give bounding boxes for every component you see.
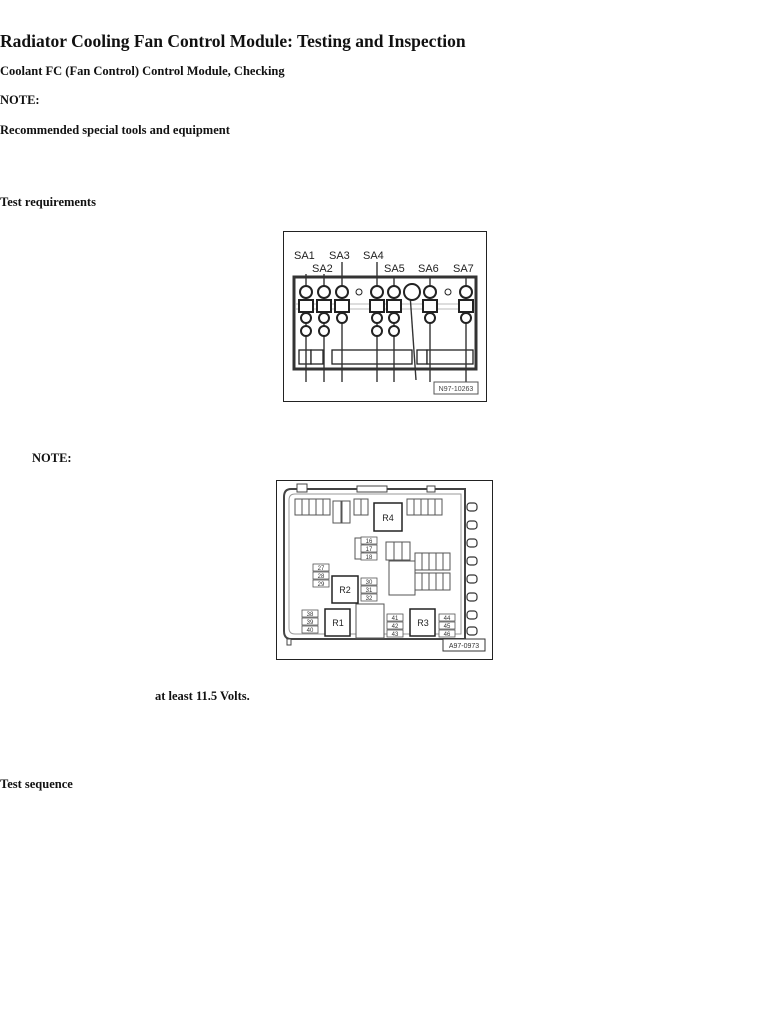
- section-subtitle: Coolant FC (Fan Control) Control Module,…: [0, 64, 285, 78]
- fuse-27: 27: [318, 566, 325, 572]
- note-label-2: NOTE:: [32, 451, 72, 465]
- page-title: Radiator Cooling Fan Control Module: Tes…: [0, 31, 466, 51]
- fuse-30: 30: [366, 580, 373, 586]
- fuse-45: 45: [444, 624, 451, 630]
- label-sa2: SA2: [312, 263, 333, 275]
- fuse-16: 16: [366, 539, 373, 545]
- fuse-41: 41: [392, 616, 399, 622]
- test-requirements-heading: Test requirements: [0, 195, 96, 209]
- figure-ref-a97: A97-0973: [449, 643, 479, 650]
- terminal-strip-figure: SA1 SA3 SA4 SA2 SA5 SA6 SA7: [283, 231, 487, 402]
- voltage-requirement: at least 11.5 Volts.: [155, 689, 250, 703]
- relay-r2-label: R2: [339, 585, 351, 595]
- fuse-40: 40: [307, 628, 314, 634]
- figure-ref-n97: N97-10263: [439, 386, 474, 393]
- relay-r4: [373, 502, 403, 532]
- label-sa3: SA3: [329, 250, 350, 262]
- relay-r3-label: R3: [417, 618, 429, 628]
- fuse-box-diagram: R1 R2 R3 R4 27 28 29 38 39 40 16 17 18 3…: [283, 483, 486, 652]
- fuse-31: 31: [366, 588, 373, 594]
- fuse-17: 17: [366, 547, 373, 553]
- label-sa6: SA6: [418, 263, 439, 275]
- label-sa4: SA4: [363, 250, 384, 262]
- relay-r1-label: R1: [332, 618, 344, 628]
- fuse-46: 46: [444, 632, 451, 638]
- label-sa5: SA5: [384, 263, 405, 275]
- fuse-43: 43: [392, 632, 399, 638]
- relay-r4-label: R4: [382, 513, 394, 523]
- relay-r2: [331, 575, 359, 604]
- tools-heading: Recommended special tools and equipment: [0, 123, 230, 137]
- fuse-39: 39: [307, 620, 314, 626]
- label-sa7: SA7: [453, 263, 474, 275]
- relay-r1: [324, 608, 351, 637]
- note-label: NOTE:: [0, 93, 40, 107]
- label-sa1: SA1: [294, 250, 315, 262]
- fuse-18: 18: [366, 555, 373, 561]
- relay-r3: [409, 608, 436, 637]
- fuse-box-figure: R1 R2 R3 R4 27 28 29 38 39 40 16 17 18 3…: [276, 480, 493, 660]
- fuse-44: 44: [444, 616, 451, 622]
- fuse-28: 28: [318, 574, 325, 580]
- test-sequence-heading: Test sequence: [0, 777, 73, 791]
- terminal-strip-diagram: SA1 SA3 SA4 SA2 SA5 SA6 SA7: [292, 250, 479, 395]
- fuse-42: 42: [392, 624, 399, 630]
- fuse-32: 32: [366, 596, 373, 602]
- fuse-38: 38: [307, 612, 314, 618]
- fuse-29: 29: [318, 582, 325, 588]
